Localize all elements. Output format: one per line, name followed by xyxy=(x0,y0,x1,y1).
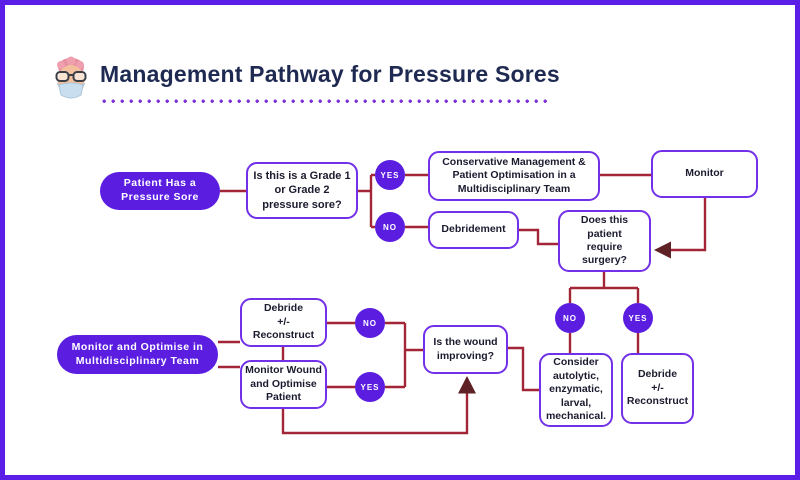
decision-wound-question: Is the wound improving? xyxy=(423,325,508,374)
box-monitor: Monitor xyxy=(651,150,758,198)
wires-row-2 xyxy=(218,321,469,435)
box-consider-methods: Consider autolytic, enzymatic, larval, m… xyxy=(539,353,613,427)
doctor-avatar-icon xyxy=(55,56,87,99)
no-badge-grade: NO xyxy=(375,212,405,242)
box-debridement: Debridement xyxy=(428,211,519,249)
no-badge-surgery: NO xyxy=(555,303,585,333)
box-monitor-wound: Monitor Wound and Optimise Patient xyxy=(240,360,327,409)
arrowhead-into-surgery xyxy=(654,241,671,259)
start-pill-patient-has-pressure-sore: Patient Has a Pressure Sore xyxy=(100,172,220,210)
page-title: Management Pathway for Pressure Sores xyxy=(100,61,560,87)
arrowhead-into-wound-question xyxy=(458,376,476,394)
flowchart-connectors xyxy=(218,173,707,435)
wires-row-1 xyxy=(220,173,707,392)
box-debride-reconstruct-top: Debride +/- Reconstruct xyxy=(240,298,327,347)
yes-badge-wound: YES xyxy=(355,372,385,402)
decision-grade-question: Is this is a Grade 1 or Grade 2 pressure… xyxy=(246,162,358,219)
box-conservative-management: Conservative Management & Patient Optimi… xyxy=(428,151,600,201)
pill-monitor-and-optimise: Monitor and Optimise in Multidisciplinar… xyxy=(57,335,218,374)
no-badge-wound: NO xyxy=(355,308,385,338)
yes-badge-grade: YES xyxy=(375,160,405,190)
title-underline-dots xyxy=(102,99,550,104)
yes-badge-surgery: YES xyxy=(623,303,653,333)
decision-surgery-question: Does this patient require surgery? xyxy=(558,210,651,272)
box-debride-reconstruct-bottom: Debride +/- Reconstruct xyxy=(621,353,694,424)
